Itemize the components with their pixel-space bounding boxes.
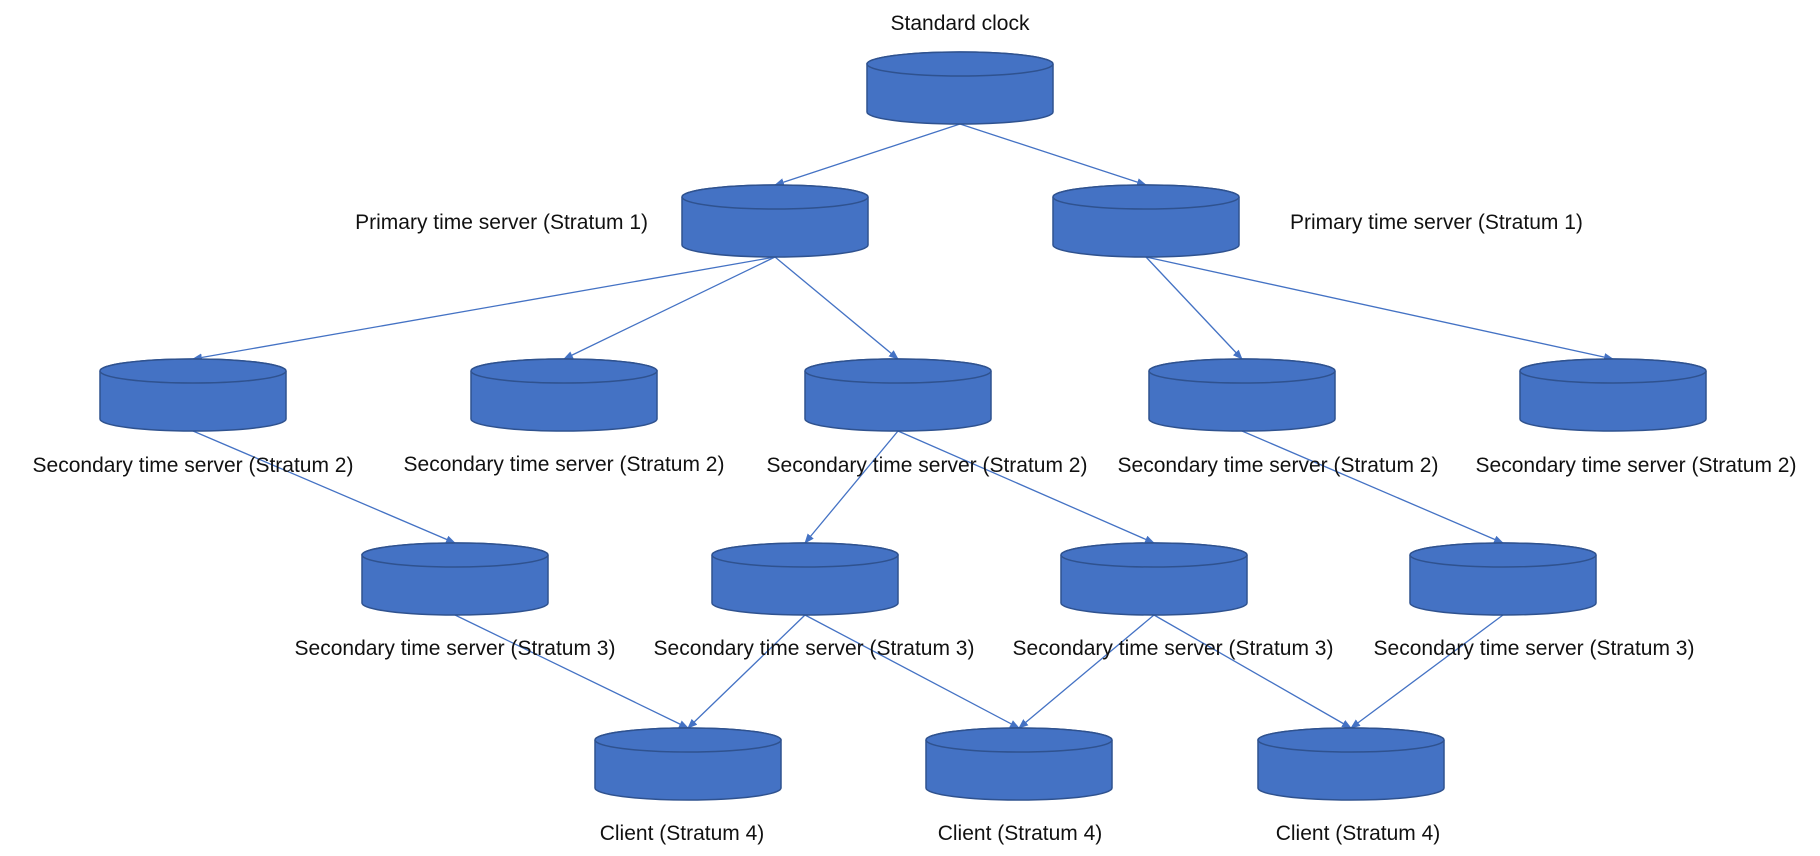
node-c3-label: Client (Stratum 4) (1276, 822, 1441, 845)
node-c2-cylinder (925, 727, 1113, 801)
cylinder-top (1060, 542, 1248, 568)
node-s3d-label: Secondary time server (Stratum 3) (1374, 637, 1695, 660)
node-clock-cylinder (866, 51, 1054, 125)
node-p2-label: Primary time server (Stratum 1) (1290, 211, 1583, 234)
edge-p1-to-s2c (774, 256, 899, 360)
node-s2b-cylinder (470, 358, 658, 432)
node-s2d-label: Secondary time server (Stratum 2) (1118, 454, 1439, 477)
node-s2c-label: Secondary time server (Stratum 2) (767, 454, 1088, 477)
node-s2e-cylinder (1519, 358, 1707, 432)
cylinder-top (594, 727, 782, 753)
edge-s2c-to-s3c (897, 430, 1155, 544)
node-s3d-cylinder (1409, 542, 1597, 616)
edge-clock-to-p2 (959, 123, 1147, 186)
cylinder-top (925, 727, 1113, 753)
cylinder-top (1052, 184, 1240, 210)
edge-p1-to-s2b (563, 256, 776, 360)
node-s2a-label: Secondary time server (Stratum 2) (33, 454, 354, 477)
edge-s3b-to-c2 (804, 614, 1020, 729)
edge-s2a-to-s3a (192, 430, 456, 544)
cylinder-top (1519, 358, 1707, 384)
edge-s3a-to-c1 (454, 614, 689, 729)
cylinder-top (1257, 727, 1445, 753)
node-p1-label: Primary time server (Stratum 1) (355, 211, 648, 234)
edge-s2c-to-s3b (804, 430, 899, 544)
node-s2c-cylinder (804, 358, 992, 432)
edges (192, 123, 1614, 729)
edge-p1-to-s2a (192, 256, 776, 362)
node-s2e-label: Secondary time server (Stratum 2) (1476, 454, 1797, 477)
cylinder-top (470, 358, 658, 384)
node-clock-label: Standard clock (891, 12, 1030, 35)
edge-s3b-to-c1 (687, 614, 806, 729)
node-p1-cylinder (681, 184, 869, 258)
cylinder-top (681, 184, 869, 210)
cylinder-top (1148, 358, 1336, 384)
edge-p2-to-s2e (1145, 256, 1614, 361)
node-s3c-label: Secondary time server (Stratum 3) (1013, 637, 1334, 660)
edge-s3c-to-c2 (1018, 614, 1155, 729)
cylinder-top (1409, 542, 1597, 568)
node-s2a-cylinder (99, 358, 287, 432)
node-s3b-cylinder (711, 542, 899, 616)
cylinder-top (804, 358, 992, 384)
node-c1-label: Client (Stratum 4) (600, 822, 765, 845)
nodes (99, 51, 1707, 801)
cylinder-top (866, 51, 1054, 77)
edge-s3c-to-c3 (1153, 614, 1352, 729)
edge-s3d-to-c3 (1350, 614, 1504, 729)
cylinder-top (711, 542, 899, 568)
node-c1-cylinder (594, 727, 782, 801)
edge-p2-to-s2d (1145, 256, 1243, 360)
node-s2b-label: Secondary time server (Stratum 2) (404, 453, 725, 476)
node-p2-cylinder (1052, 184, 1240, 258)
cylinder-top (99, 358, 287, 384)
node-s3a-cylinder (361, 542, 549, 616)
node-c3-cylinder (1257, 727, 1445, 801)
edge-s2d-to-s3d (1241, 430, 1504, 544)
node-c2-label: Client (Stratum 4) (938, 822, 1103, 845)
node-s3c-cylinder (1060, 542, 1248, 616)
edge-clock-to-p1 (774, 123, 961, 186)
node-s2d-cylinder (1148, 358, 1336, 432)
node-s3b-label: Secondary time server (Stratum 3) (654, 637, 975, 660)
node-s3a-label: Secondary time server (Stratum 3) (295, 637, 616, 660)
cylinder-top (361, 542, 549, 568)
